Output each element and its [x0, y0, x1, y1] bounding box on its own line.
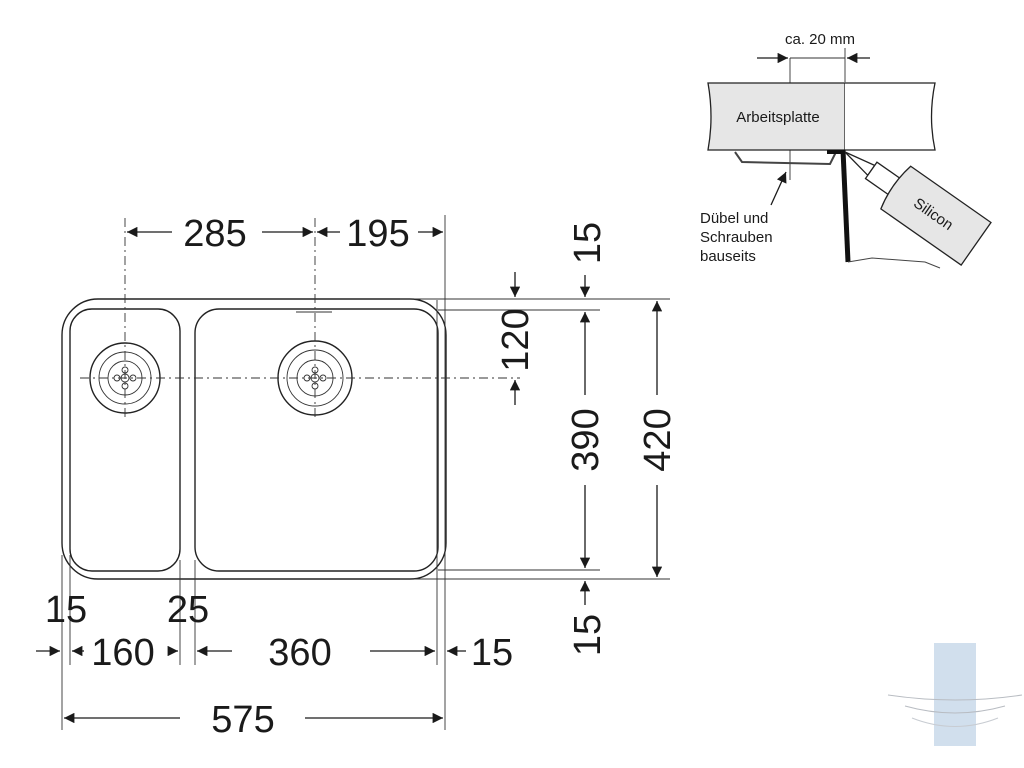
dim-top-right-width: 195 [346, 213, 409, 255]
installation-detail: ca. 20 mm Arbeitsplatte Dübel und Schrau… [700, 31, 992, 269]
dim-right-margin: 15 [471, 632, 513, 674]
extension-lines [61, 215, 670, 730]
dimension-arrows [36, 226, 663, 724]
center-lines [80, 218, 520, 420]
silicon-tube: Silicon [844, 151, 992, 266]
dim-drain-offset: 120 [495, 308, 537, 371]
fixing-bracket [734, 151, 837, 166]
watermark-logo [887, 643, 1023, 746]
dim-left-margin: 15 [45, 589, 87, 631]
dim-small-bowl-width: 160 [91, 632, 154, 674]
dim-overall-width: 575 [211, 699, 274, 741]
dim-outer-height: 420 [637, 408, 679, 471]
sink-wall [840, 149, 851, 263]
sink-outline [61, 298, 447, 580]
gap-label: ca. 20 mm [785, 31, 855, 48]
dim-large-bowl-width: 360 [268, 632, 331, 674]
dim-right-bottom-margin: 15 [567, 614, 609, 656]
fixing-label-line-2: Schrauben [700, 229, 773, 246]
fixing-label-line-3: bauseits [700, 248, 756, 265]
countertop-label: Arbeitsplatte [736, 109, 819, 126]
dim-divider-width: 25 [167, 589, 209, 631]
countertop-right [845, 82, 936, 151]
large-bowl [194, 308, 439, 572]
dim-right-top-margin: 15 [567, 222, 609, 264]
dim-top-left-width: 285 [183, 213, 246, 255]
fixing-label-line-1: Dübel und [700, 210, 768, 227]
countertop [707, 82, 846, 151]
dim-inner-height: 390 [565, 408, 607, 471]
